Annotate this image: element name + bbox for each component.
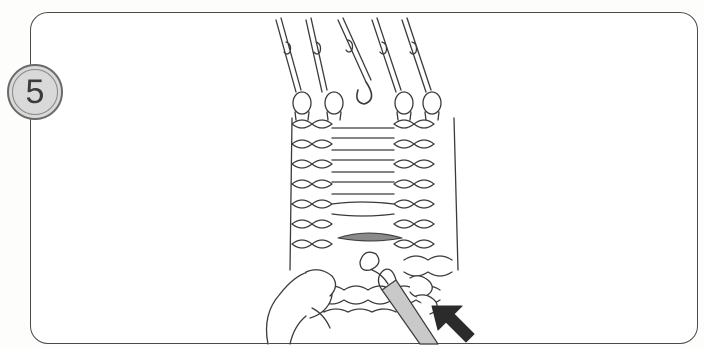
hand-icon [267,270,336,344]
needle-loops [293,92,441,120]
crochet-hook-icon [378,269,438,344]
arrow-icon [432,306,474,342]
knitting-needles-icon [276,18,431,104]
